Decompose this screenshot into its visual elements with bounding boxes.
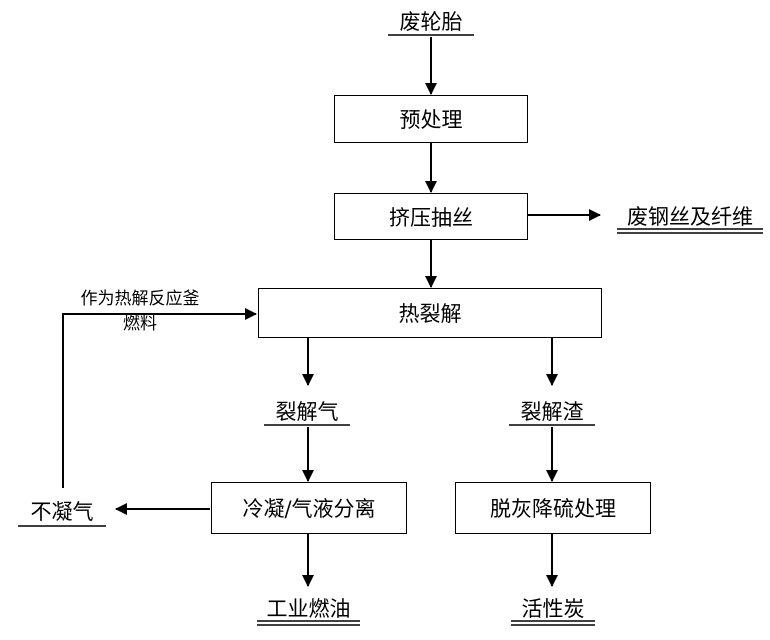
pretreatment-box: 预处理 <box>334 95 528 143</box>
pretreatment-label: 预处理 <box>399 108 463 132</box>
pyrolysis-label: 热裂解 <box>398 302 462 326</box>
industrial-fuel-oil-label: 工业燃油 <box>266 597 351 621</box>
recycle-note-line2: 燃料 <box>123 314 157 334</box>
condensation-label: 冷凝/气液分离 <box>242 497 376 521</box>
extrusion-label: 挤压抽丝 <box>389 205 473 230</box>
desulfurization-box: 脱灰降硫处理 <box>455 482 651 534</box>
extrusion-box: 挤压抽丝 <box>334 193 528 240</box>
noncondensable-gas-label: 不凝气 <box>30 500 94 524</box>
waste-tire-label: 废轮胎 <box>399 10 463 34</box>
steel-fiber-label: 废钢丝及纤维 <box>627 205 753 229</box>
condensation-box: 冷凝/气液分离 <box>211 482 407 534</box>
recycle-loop-line <box>62 308 257 488</box>
recycle-note-line1: 作为热解反应釜 <box>80 289 200 309</box>
activated-carbon-label: 活性炭 <box>521 597 585 621</box>
desulfurization-label: 脱灰降硫处理 <box>490 497 616 521</box>
pyrolysis-residue-label: 裂解渣 <box>520 400 584 424</box>
pyrolysis-gas-label: 裂解气 <box>275 400 339 424</box>
pyrolysis-box: 热裂解 <box>258 288 602 338</box>
